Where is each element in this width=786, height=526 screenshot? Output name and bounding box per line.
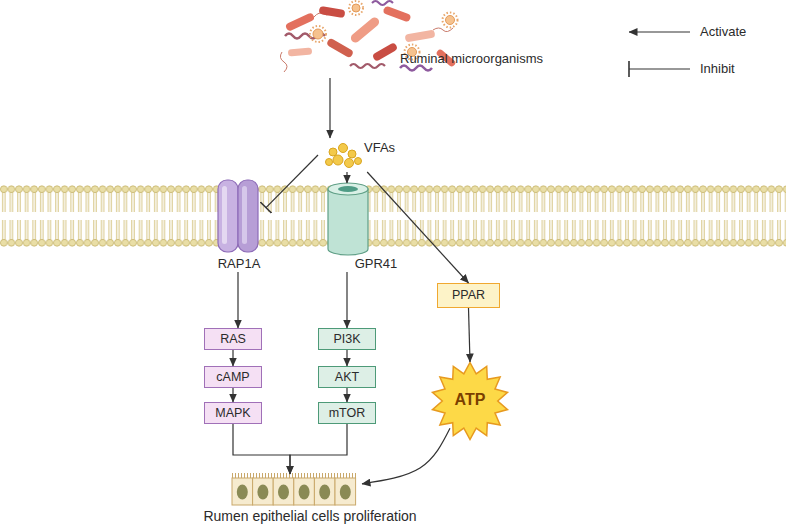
- epithelial-cell: [294, 478, 315, 505]
- node-label: RAS: [205, 329, 261, 349]
- inhibition-line: [266, 155, 318, 208]
- rod-bacterium: [288, 47, 313, 56]
- epithelial-cell: [314, 478, 335, 505]
- spirochete: [372, 1, 393, 5]
- node-label: cAMP: [205, 367, 261, 387]
- node-label: RAP1A: [204, 257, 274, 272]
- coccus: [313, 29, 323, 39]
- cell-membrane: [0, 185, 786, 247]
- rod-bacterium: [405, 29, 436, 42]
- epithelial-cell: [273, 478, 294, 505]
- microorganism-group: Ruminal microorganisms: [275, 0, 555, 78]
- spirochete: [350, 64, 385, 68]
- activation-arrow: [237, 272, 238, 328]
- process-box: AKT: [318, 366, 376, 388]
- cylinder-pore: [338, 186, 358, 192]
- epithelium-illustration: [232, 476, 356, 506]
- nucleus: [299, 485, 310, 500]
- flagellum: [280, 52, 287, 72]
- rod-bacterium: [349, 16, 381, 45]
- rod-bacterium: [382, 5, 411, 22]
- cylinder-body: [328, 189, 368, 255]
- epithelial-cell: [232, 478, 253, 505]
- vfa-dot: [333, 155, 343, 165]
- epithelial-cell: [335, 478, 356, 505]
- activation-arrow: [232, 350, 233, 366]
- channel-highlight: [242, 186, 247, 244]
- coccus: [352, 4, 360, 12]
- process-box: PI3K: [318, 328, 376, 350]
- membrane-receptor: RAP1A: [212, 180, 266, 272]
- legend-label: Inhibit: [700, 61, 735, 76]
- activation-arrow: [232, 388, 233, 402]
- coccus-spikes: [310, 26, 326, 42]
- activation-arrow: [329, 78, 330, 138]
- cylinder-top: [328, 183, 368, 195]
- vfa-dot: [329, 148, 337, 156]
- process-box: MAPK: [204, 402, 262, 424]
- vfa-dot: [355, 158, 362, 165]
- channel-half: [238, 180, 258, 252]
- node-label: AKT: [319, 367, 375, 387]
- nucleus: [237, 485, 248, 500]
- flagellum: [433, 28, 453, 32]
- node-label: MAPK: [205, 403, 261, 423]
- process-box: RAS: [204, 328, 262, 350]
- legend-label: Activate: [700, 24, 746, 39]
- activation-arrow: [362, 428, 450, 484]
- vfa-dot: [348, 150, 356, 158]
- vfa-molecules: [326, 144, 362, 168]
- nucleus: [278, 485, 289, 500]
- node-label: PI3K: [319, 329, 375, 349]
- activation-arrow: [346, 272, 347, 328]
- process-box: PPAR: [437, 283, 500, 308]
- epithelial-cell: [253, 478, 274, 505]
- channel-half: [218, 180, 238, 252]
- activation-arrow: [233, 424, 290, 474]
- membrane-receptor: GPR41: [326, 183, 402, 272]
- rod-bacterium: [326, 38, 354, 59]
- coccus-spikes: [349, 1, 363, 15]
- activation-arrow: [346, 388, 347, 402]
- vfa-dot: [339, 144, 348, 153]
- energy-star: ATP: [430, 362, 510, 440]
- legend-activate-sample: [629, 31, 690, 32]
- activation-arrow: [290, 424, 347, 474]
- node-label: Rumen epithelial cells proliferation: [170, 508, 450, 524]
- vfa-cluster: VFAs: [318, 138, 400, 172]
- node-label: PPAR: [438, 284, 499, 307]
- node-label: Ruminal microorganisms: [400, 52, 555, 67]
- coccus-spikes: [443, 13, 458, 28]
- microvilli: [232, 473, 356, 478]
- node-label: ATP: [430, 391, 510, 409]
- legend-inhibit-sample: [629, 68, 690, 69]
- activation-arrow: [346, 350, 347, 366]
- rod-bacterium: [372, 42, 399, 62]
- process-box: cAMP: [204, 366, 262, 388]
- node-label: VFAs: [364, 141, 400, 156]
- channel-highlight: [222, 186, 227, 244]
- nucleus: [340, 485, 351, 500]
- epithelium-group: Rumen epithelial cells proliferation: [170, 474, 450, 526]
- nucleus: [257, 485, 268, 500]
- vfa-dot: [326, 159, 333, 166]
- activation-arrow: [367, 172, 468, 283]
- activation-arrow: [346, 172, 347, 183]
- process-box: mTOR: [318, 402, 376, 424]
- rod-bacterium: [285, 12, 316, 32]
- spirochete: [400, 66, 432, 71]
- vfa-dot: [345, 159, 354, 168]
- coccus: [446, 16, 455, 25]
- node-label: GPR41: [348, 257, 404, 272]
- nucleus: [319, 485, 330, 500]
- activation-arrow: [469, 308, 471, 362]
- node-label: mTOR: [319, 403, 375, 423]
- rod-bacterium: [319, 6, 346, 18]
